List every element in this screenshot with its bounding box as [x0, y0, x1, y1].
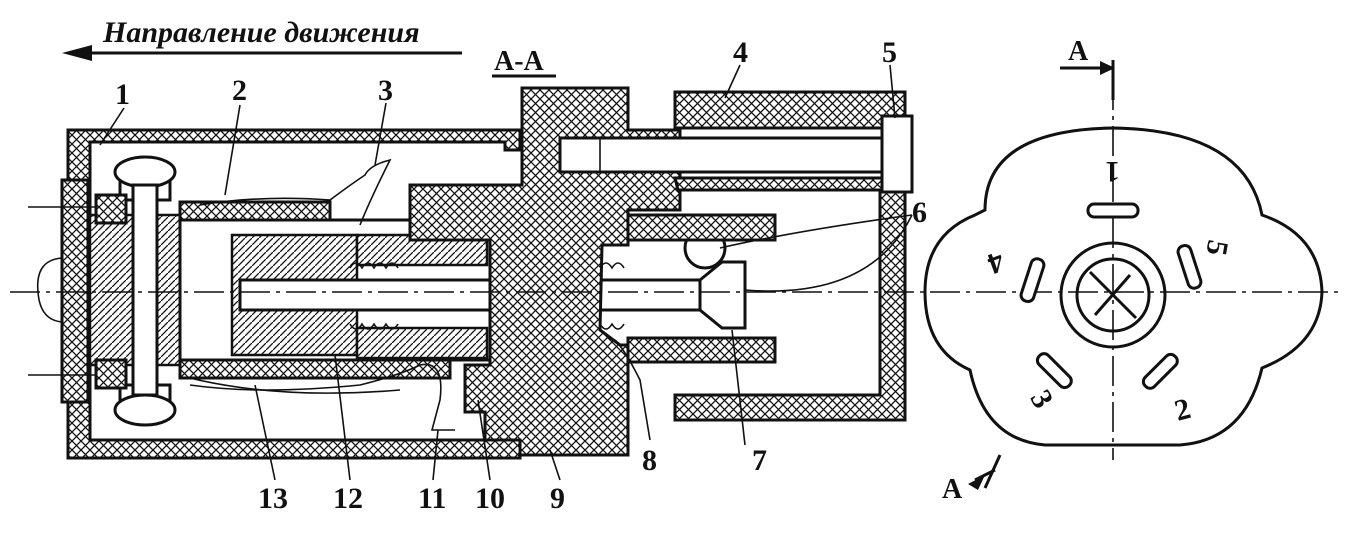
callout-3: 3: [378, 74, 393, 107]
callout-5: 5: [882, 36, 897, 69]
contact-number-2: 2: [1171, 392, 1194, 428]
callout-8: 8: [642, 444, 657, 477]
direction-label: Направление движения: [102, 16, 420, 49]
callout-4: 4: [733, 36, 748, 69]
end-view: 1 2 3 4 5 А А: [923, 36, 1324, 505]
callout-6: 6: [912, 196, 927, 229]
plunger-rod: [238, 260, 747, 330]
callout-9: 9: [550, 482, 565, 515]
section-label-group: А-А: [492, 46, 556, 78]
callout-numbers: 1 2 3 4 5 6 7 8 9 10 11 12 13: [115, 36, 927, 515]
callout-13: 13: [258, 482, 288, 515]
callout-11: 11: [418, 482, 446, 515]
contact-slot-5: [1176, 243, 1203, 290]
front-body: [408, 86, 682, 457]
contact-number-3: 3: [1024, 384, 1060, 413]
callout-7: 7: [752, 444, 767, 477]
direction-indicator: Направление движения: [62, 16, 462, 61]
lead-wires: [189, 158, 455, 431]
housing: [66, 128, 522, 460]
callout-10: 10: [475, 482, 505, 515]
callout-1: 1: [115, 78, 130, 111]
callout-2: 2: [232, 74, 247, 107]
section-mark-bottom: А: [942, 474, 963, 505]
section-label: А-А: [494, 46, 545, 77]
terminal-block: [28, 155, 182, 427]
contact-slot-4: [1019, 257, 1046, 304]
section-mark-top: А: [1068, 36, 1089, 67]
contact-slot-3: [1035, 352, 1073, 390]
contact-slot-2: [1141, 352, 1179, 390]
contact-number-1: 1: [1105, 155, 1120, 188]
screw: [558, 114, 914, 194]
leader-lines: [99, 64, 913, 481]
callout-12: 12: [333, 482, 363, 515]
contact-number-4: 4: [983, 244, 1008, 280]
contact-number-5: 5: [1199, 238, 1234, 259]
contact-slot-1: [1086, 202, 1140, 219]
